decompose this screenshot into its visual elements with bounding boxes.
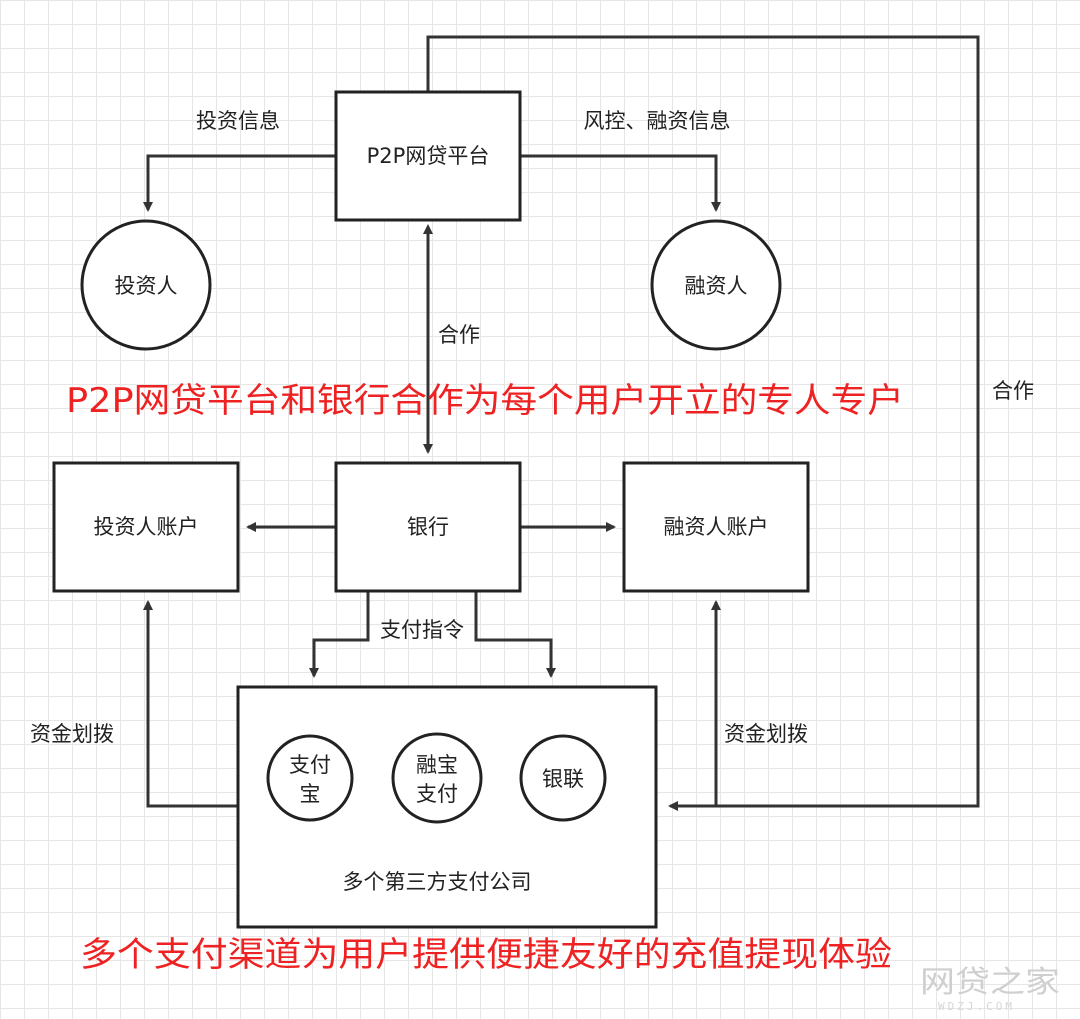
edge-thirdparty-to-investor-account [143,600,238,808]
investor-account-box [52,461,240,593]
investor-account-label: 投资人账户 [94,515,199,539]
investor-circle [80,219,212,351]
investor-label: 投资人 [115,274,178,298]
investment-info-label: 投资信息 [196,109,280,133]
rongbao-circle [391,732,483,824]
financier-account-label: 融资人账户 [664,515,769,539]
bank-label: 银行 [407,515,449,539]
edge-platform-to-financier [520,154,721,212]
third-party-label: 多个第三方支付公司 [343,870,532,894]
financier-account-box [622,461,810,593]
edge-bank-payment-left [309,592,370,678]
fund-transfer-right-label: 资金划拨 [724,722,808,746]
bank-box [334,461,522,593]
alipay-circle [266,734,354,822]
payment-instruction-label: 支付指令 [380,618,464,642]
platform-box [334,90,522,222]
risk-finance-info-label: 风控、融资信息 [584,109,731,133]
watermark-sub: WDZJ.COM [938,1000,1015,1013]
edge-bank-payment-right [474,592,556,678]
financier-circle [650,219,782,351]
cooperation-center-label: 合作 [438,323,480,347]
rongbao-label-line1: 融宝 [416,753,458,777]
financier-label: 融资人 [685,274,748,298]
payment-annotation: 多个支付渠道为用户提供便捷友好的充值提现体验 [80,935,892,975]
alipay-label-line1: 支付 [289,753,331,777]
watermark-logo: 网贷之家 [920,965,1060,1000]
edge-platform-to-investor [143,154,336,212]
edge-platform-thirdparty-cooperation [426,35,980,811]
bank-annotation: P2P网贷平台和银行合作为每个用户开立的专人专户 [66,381,904,421]
fund-transfer-left-label: 资金划拨 [30,722,114,746]
cooperation-right-label: 合作 [992,379,1034,403]
rongbao-label-line2: 支付 [416,782,458,806]
platform-label: P2P网贷平台 [367,144,490,168]
unionpay-label: 银联 [542,767,584,791]
alipay-label-line2: 宝 [300,782,321,806]
unionpay-circle [519,734,607,822]
